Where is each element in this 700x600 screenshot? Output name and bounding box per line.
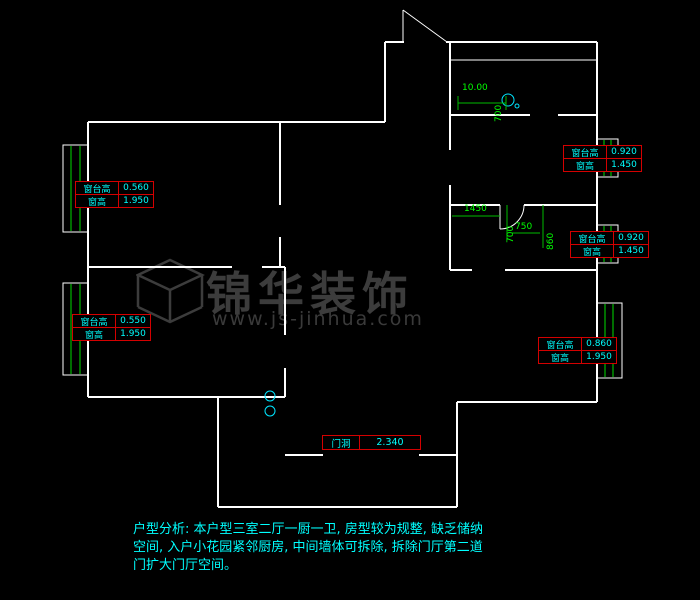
sill-label: 窗台高 <box>564 146 606 159</box>
door-opening-tag: 门洞 2.340 <box>322 435 421 450</box>
dimension-entry-width: 10.00 <box>462 83 488 93</box>
sill-value: 0.920 <box>607 146 641 158</box>
window-tag-left-upper: 窗台高 0.560 窗高 1.950 <box>75 181 154 208</box>
sill-value: 0.550 <box>116 315 150 327</box>
dimension-door-a: 750 <box>515 222 533 232</box>
watermark-url-text: www.js-jinhua.com <box>212 308 424 330</box>
window-tag-left-lower: 窗台高 0.550 窗高 1.950 <box>72 314 151 341</box>
wall-lines <box>87 41 598 508</box>
window-height-value: 1.950 <box>116 328 150 340</box>
window-height-value: 1.950 <box>582 351 616 363</box>
window-height-value: 1.450 <box>607 159 641 171</box>
window-tag-right-middle: 窗台高 0.920 窗高 1.450 <box>570 231 649 258</box>
dimension-entry-depth: 700 <box>494 104 504 122</box>
watermark-cube-logo <box>136 258 205 324</box>
sill-value: 0.860 <box>582 338 616 350</box>
window-height-value: 1.950 <box>119 195 153 207</box>
analysis-line-1: 户型分析: 本户型三室二厅一厨一卫, 房型较为规整, 缺乏储纳 <box>133 522 484 537</box>
window-tag-right-upper: 窗台高 0.920 窗高 1.450 <box>563 145 642 172</box>
analysis-line-2: 空间, 入户小花园紧邻厨房, 中间墙体可拆除, 拆除门厅第二道 <box>133 540 483 555</box>
sill-value: 0.560 <box>119 182 153 194</box>
sill-value: 0.920 <box>614 232 648 244</box>
dimension-lines <box>452 96 544 248</box>
window-height-label: 窗高 <box>571 245 613 258</box>
door-swing-lines <box>402 9 597 230</box>
dimension-door-c: 860 <box>546 232 556 250</box>
window-tag-right-lower: 窗台高 0.860 窗高 1.950 <box>538 337 617 364</box>
window-height-label: 窗高 <box>73 328 115 341</box>
window-height-label: 窗高 <box>539 351 581 364</box>
window-height-label: 窗高 <box>76 195 118 208</box>
sill-label: 窗台高 <box>73 315 115 328</box>
door-opening-label: 门洞 <box>323 436 359 450</box>
sill-label: 窗台高 <box>539 338 581 351</box>
dimension-hall: 1450 <box>464 204 487 214</box>
dimension-door-b: 700 <box>506 225 516 243</box>
window-height-label: 窗高 <box>564 159 606 172</box>
analysis-line-3: 门扩大门厅空间。 <box>133 558 238 573</box>
window-height-value: 1.450 <box>614 245 648 257</box>
sill-label: 窗台高 <box>76 182 118 195</box>
watermark-brand-text: 锦华装饰 <box>206 267 414 321</box>
floor-plan-analysis-text: 户型分析: 本户型三室二厅一厨一卫, 房型较为规整, 缺乏储纳 空间, 入户小花… <box>133 521 483 575</box>
sill-label: 窗台高 <box>571 232 613 245</box>
fixture-circle-icons <box>264 93 520 417</box>
door-opening-value: 2.340 <box>360 436 420 449</box>
